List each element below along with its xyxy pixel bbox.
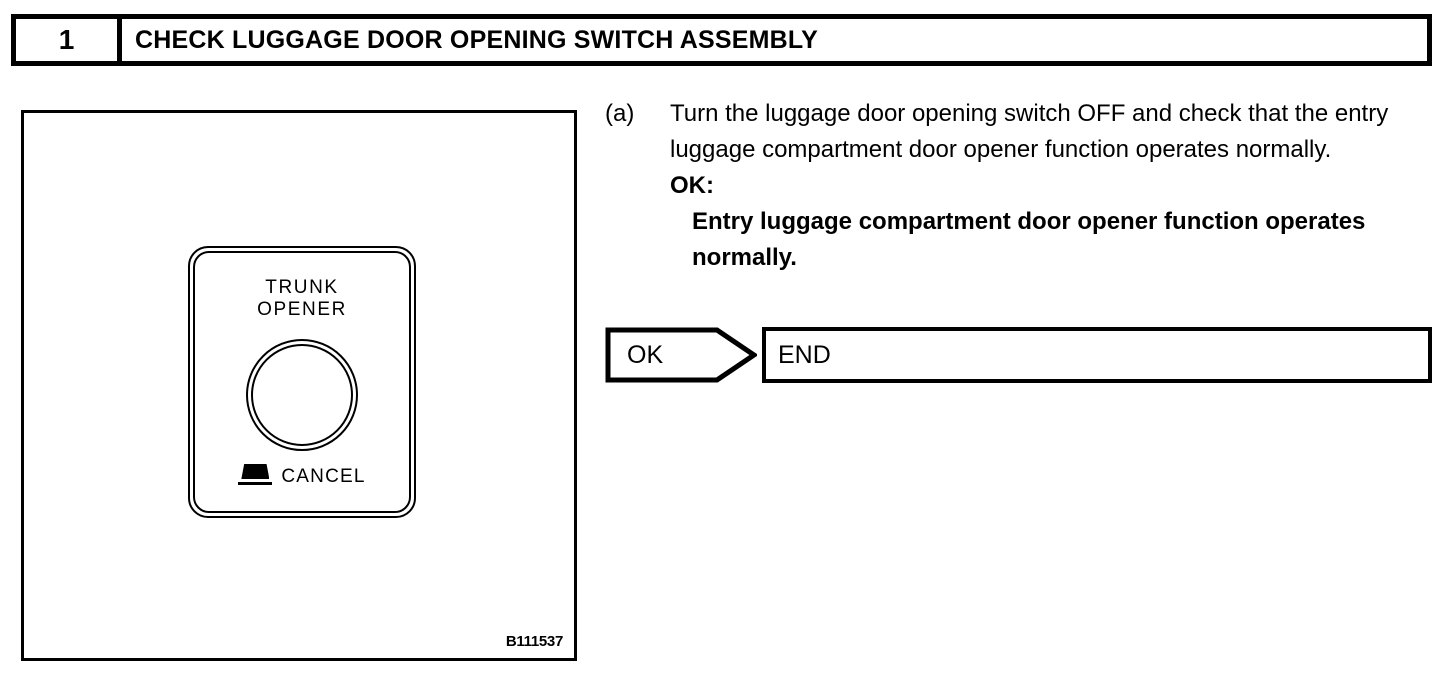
ok-label: OK: — [670, 172, 714, 199]
step-title-cell: CHECK LUGGAGE DOOR OPENING SWITCH ASSEMB… — [122, 19, 1427, 61]
switch-label-line-2: OPENER — [257, 299, 347, 320]
trunk-lid-icon — [238, 464, 273, 486]
result-arrow-polygon — [605, 327, 757, 383]
ok-criterion-text: Entry luggage compartment door opener fu… — [692, 208, 1366, 271]
push-button-outer-ring — [246, 339, 358, 451]
trunk-opener-switch-illustration: TRUNK OPENER CANCEL — [188, 246, 416, 518]
procedure-step-a: (a) Turn the luggage door opening switch… — [605, 96, 1435, 276]
step-number: 1 — [58, 24, 75, 55]
switch-label-cancel: CANCEL — [281, 466, 366, 487]
trunk-lid-icon-base — [238, 482, 273, 485]
procedure-step-text: Turn the luggage door opening switch OFF… — [670, 100, 1389, 163]
result-arrow-label: OK — [627, 340, 664, 369]
switch-label-trunk-opener: TRUNK OPENER — [188, 277, 416, 321]
figure-code: B111537 — [505, 633, 563, 650]
switch-bezel-inner — [193, 251, 411, 513]
result-destination-label: END — [778, 340, 831, 369]
figure-frame: TRUNK OPENER CANCEL B111537 — [21, 110, 577, 661]
switch-label-line-1: TRUNK — [265, 277, 339, 298]
result-destination-box: END — [762, 327, 1432, 383]
trunk-lid-icon-lid — [241, 464, 270, 479]
step-number-cell: 1 — [16, 19, 122, 61]
push-button-inner-circle — [251, 344, 353, 446]
switch-cancel-row: CANCEL — [188, 464, 416, 486]
step-header-bar: 1 CHECK LUGGAGE DOOR OPENING SWITCH ASSE… — [11, 14, 1432, 66]
procedure-column: (a) Turn the luggage door opening switch… — [605, 96, 1435, 276]
step-title: CHECK LUGGAGE DOOR OPENING SWITCH ASSEMB… — [135, 25, 818, 54]
procedure-step-body: Turn the luggage door opening switch OFF… — [670, 96, 1440, 276]
procedure-step-marker: (a) — [605, 100, 635, 127]
result-flow-row: OK END — [605, 327, 1432, 383]
switch-bezel-outer — [188, 246, 416, 518]
result-arrow-shape — [605, 327, 757, 383]
